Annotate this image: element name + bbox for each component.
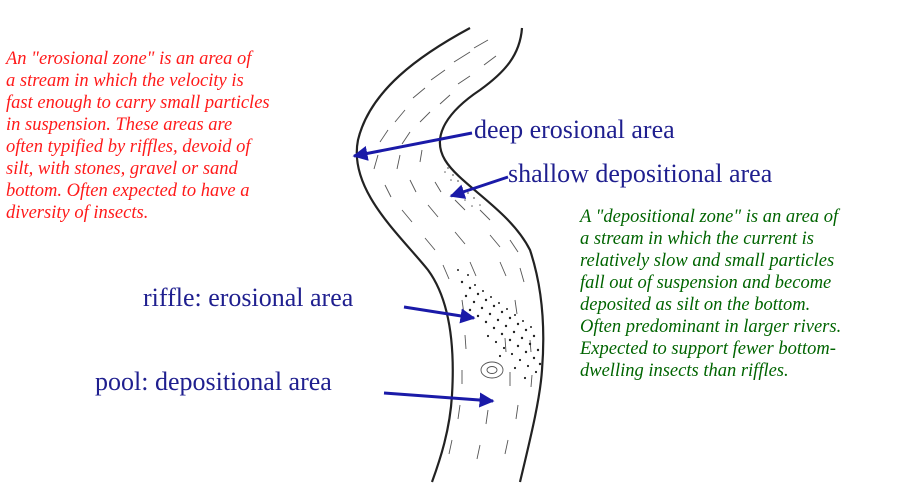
pool-arrow <box>383 391 495 408</box>
depositional-line: dwelling insects than riffles. <box>580 361 789 381</box>
erosional-line: often typified by riffles, devoid of <box>6 137 251 157</box>
pool-depositional-label: pool: depositional area <box>95 367 332 396</box>
depositional-line: a stream in which the current is <box>580 229 814 249</box>
deep-erosional-label: deep erosional area <box>474 115 675 144</box>
erosional-zone-description: An "erosional zone" is an area of a stre… <box>6 48 270 224</box>
stream-left-bank <box>355 27 471 483</box>
depositional-line: Expected to support fewer bottom- <box>580 339 836 359</box>
erosional-line: diversity of insects. <box>6 203 149 223</box>
erosional-line: An "erosional zone" is an area of <box>6 49 252 69</box>
riffle-arrow <box>403 305 476 324</box>
depositional-line: A "depositional zone" is an area of <box>580 207 839 227</box>
stream-right-bank <box>438 27 545 483</box>
erosional-line: a stream in which the velocity is <box>6 71 244 91</box>
depositional-zone-description: A "depositional zone" is an area of a st… <box>580 206 841 382</box>
erosional-line: bottom. Often expected to have a <box>6 181 250 201</box>
depositional-line: relatively slow and small particles <box>580 251 835 271</box>
pool-eddy-swirl <box>480 361 504 379</box>
erosional-line: in suspension. These areas are <box>6 115 233 135</box>
erosional-line: fast enough to carry small particles <box>6 93 270 113</box>
riffle-erosional-label: riffle: erosional area <box>143 283 354 312</box>
riffle-gravel-stipple <box>457 269 542 380</box>
depositional-line: fall out of suspension and become <box>580 273 832 293</box>
shallow-silt-deposit <box>444 167 481 207</box>
depositional-line: deposited as silt on the bottom. <box>580 295 811 315</box>
erosional-line: silt, with stones, gravel or sand <box>6 159 238 179</box>
deep-erosional-arrow <box>352 131 473 161</box>
shallow-depositional-label: shallow depositional area <box>508 159 773 188</box>
shallow-depositional-arrow <box>449 175 509 199</box>
flow-lines <box>373 39 533 460</box>
depositional-line: Often predominant in larger rivers. <box>580 317 842 337</box>
